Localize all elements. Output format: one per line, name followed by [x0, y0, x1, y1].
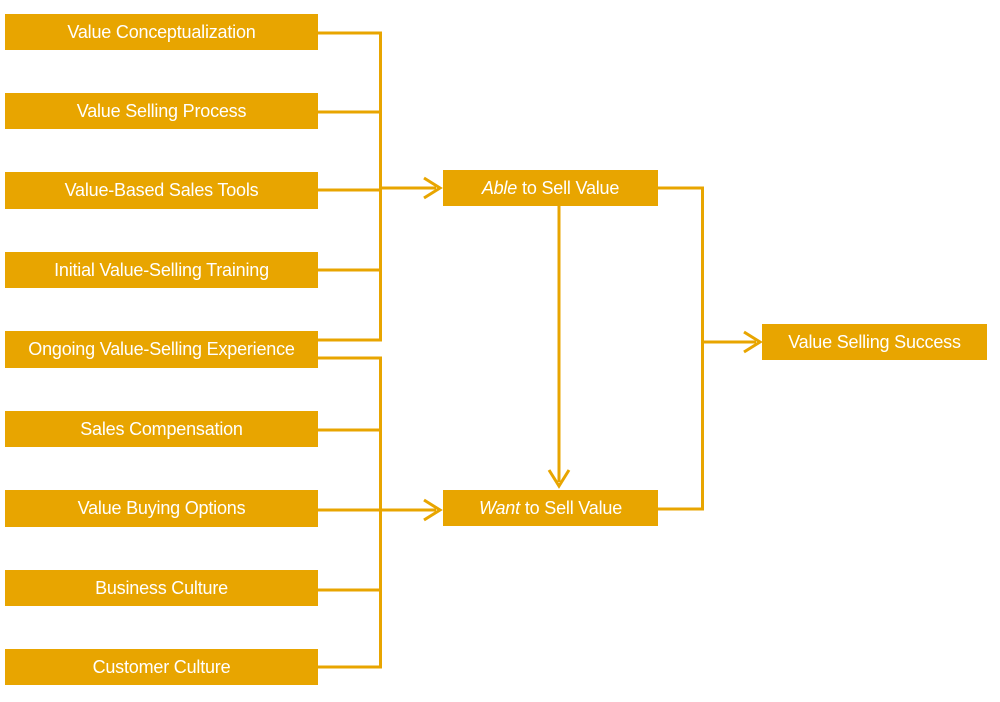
factor-ongoing-value-selling-experience: Ongoing Value-Selling Experience: [5, 331, 318, 368]
value-selling-success-box: Value Selling Success: [762, 324, 987, 360]
factor-value-based-sales-tools: Value-Based Sales Tools: [5, 172, 318, 209]
want-rest: to Sell Value: [524, 497, 623, 518]
arrowhead-to-able: [423, 176, 443, 200]
factor-value-conceptualization: Value Conceptualization: [5, 14, 318, 50]
able-rest: to Sell Value: [522, 177, 620, 198]
want-emphasis: Want: [478, 497, 520, 518]
factor-value-selling-process: Value Selling Process: [5, 93, 318, 129]
factor-sales-compensation: Sales Compensation: [5, 411, 318, 447]
arrowhead-to-want: [423, 498, 443, 522]
factor-initial-value-selling-training: Initial Value-Selling Training: [5, 252, 318, 288]
arrowhead-to-outcome: [743, 330, 763, 354]
factor-value-buying-options: Value Buying Options: [5, 490, 318, 527]
factor-customer-culture: Customer Culture: [5, 649, 318, 685]
arrowhead-able-to-want: [547, 469, 571, 489]
factor-business-culture: Business Culture: [5, 570, 318, 606]
able-emphasis: Able: [481, 177, 518, 198]
